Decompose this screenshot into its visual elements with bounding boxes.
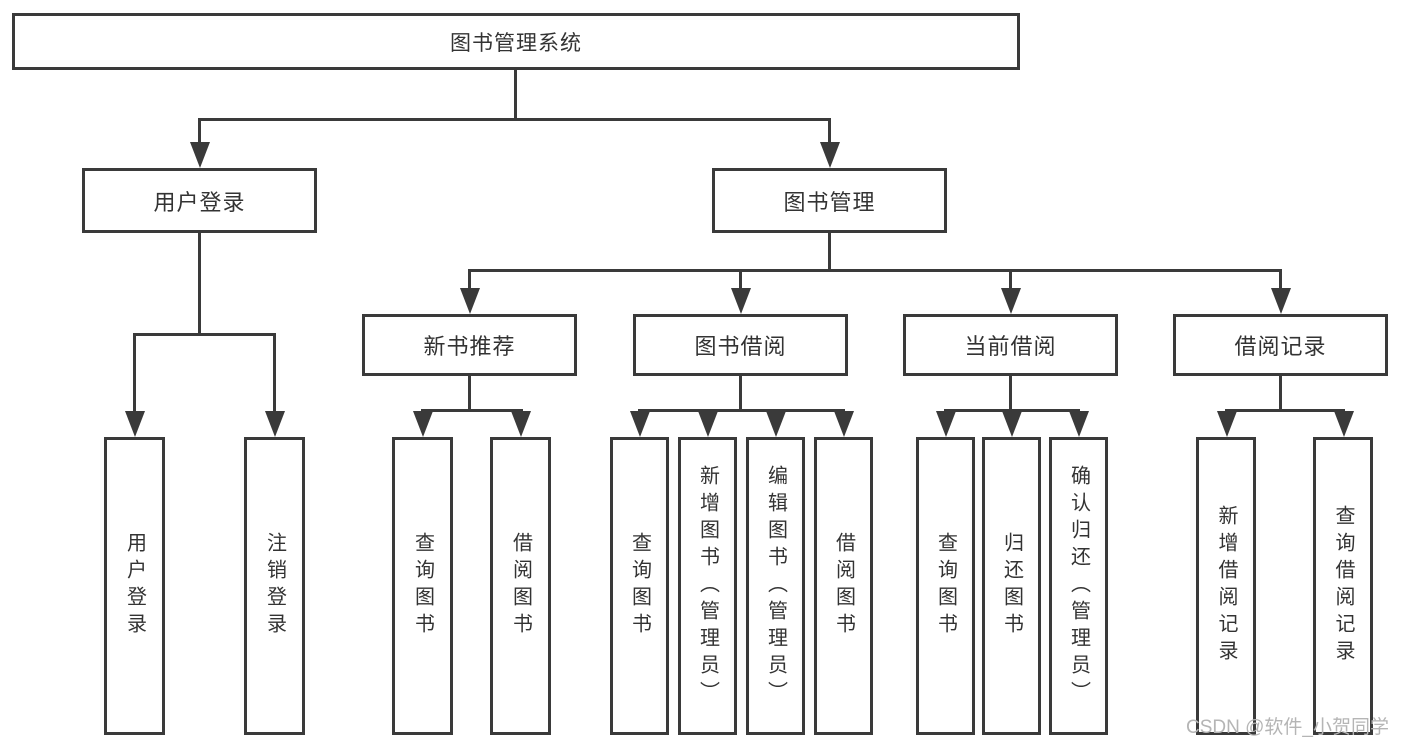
leaf-user-login: 用户登录 [104,437,165,735]
connector-line [468,269,1282,272]
connector-line [198,233,201,336]
leaf-borrow-books-2: 借阅图书 [814,437,873,735]
connector-line [468,376,471,412]
node-book-borrow: 图书借阅 [633,314,848,376]
arrow-down-icon [820,142,840,168]
arrow-down-icon [1271,288,1291,314]
connector-line [1009,376,1012,412]
leaf-query-borrow-record: 查询借阅记录 [1313,437,1373,735]
connector-line [421,409,523,412]
connector-line [828,233,831,272]
csdn-watermark: CSDN @软件_小贺同学 [1186,717,1389,738]
leaf-return-book: 归还图书 [982,437,1041,735]
arrow-down-icon [936,411,956,437]
arrow-down-icon [190,142,210,168]
arrow-down-icon [511,411,531,437]
leaf-query-books-3: 查询图书 [916,437,975,735]
arrow-down-icon [265,411,285,437]
leaf-add-book-admin: 新增图书（管理员） [678,437,737,735]
node-book-management: 图书管理 [712,168,947,233]
connector-line [1279,269,1282,291]
leaf-query-books-2: 查询图书 [610,437,669,735]
node-borrow-record: 借阅记录 [1173,314,1388,376]
node-user-login: 用户登录 [82,168,317,233]
arrow-down-icon [413,411,433,437]
connector-line [133,333,276,336]
arrow-down-icon [1334,411,1354,437]
connector-line [739,269,742,291]
node-library-management-system: 图书管理系统 [12,13,1020,70]
node-new-book-recommend: 新书推荐 [362,314,577,376]
arrow-down-icon [630,411,650,437]
arrow-down-icon [698,411,718,437]
leaf-query-books: 查询图书 [392,437,453,735]
arrow-down-icon [125,411,145,437]
arrow-down-icon [834,411,854,437]
connector-line [1009,269,1012,291]
connector-line [468,269,471,291]
arrow-down-icon [1217,411,1237,437]
arrow-down-icon [731,288,751,314]
connector-line [1225,409,1344,412]
arrow-down-icon [766,411,786,437]
leaf-confirm-return-admin: 确认归还（管理员） [1049,437,1108,735]
connector-line [638,409,845,412]
arrow-down-icon [1069,411,1089,437]
connector-line [828,118,831,146]
connector-line [133,333,136,413]
leaf-edit-book-admin: 编辑图书（管理员） [746,437,805,735]
arrow-down-icon [460,288,480,314]
connector-line [198,118,831,121]
arrow-down-icon [1001,288,1021,314]
connector-line [514,70,517,120]
leaf-logout: 注销登录 [244,437,305,735]
arrow-down-icon [1002,411,1022,437]
leaf-add-borrow-record: 新增借阅记录 [1196,437,1256,735]
leaf-borrow-books: 借阅图书 [490,437,551,735]
connector-line [1279,376,1282,412]
connector-line [739,376,742,412]
connector-line [273,333,276,413]
node-current-borrow: 当前借阅 [903,314,1118,376]
connector-line [198,118,201,146]
